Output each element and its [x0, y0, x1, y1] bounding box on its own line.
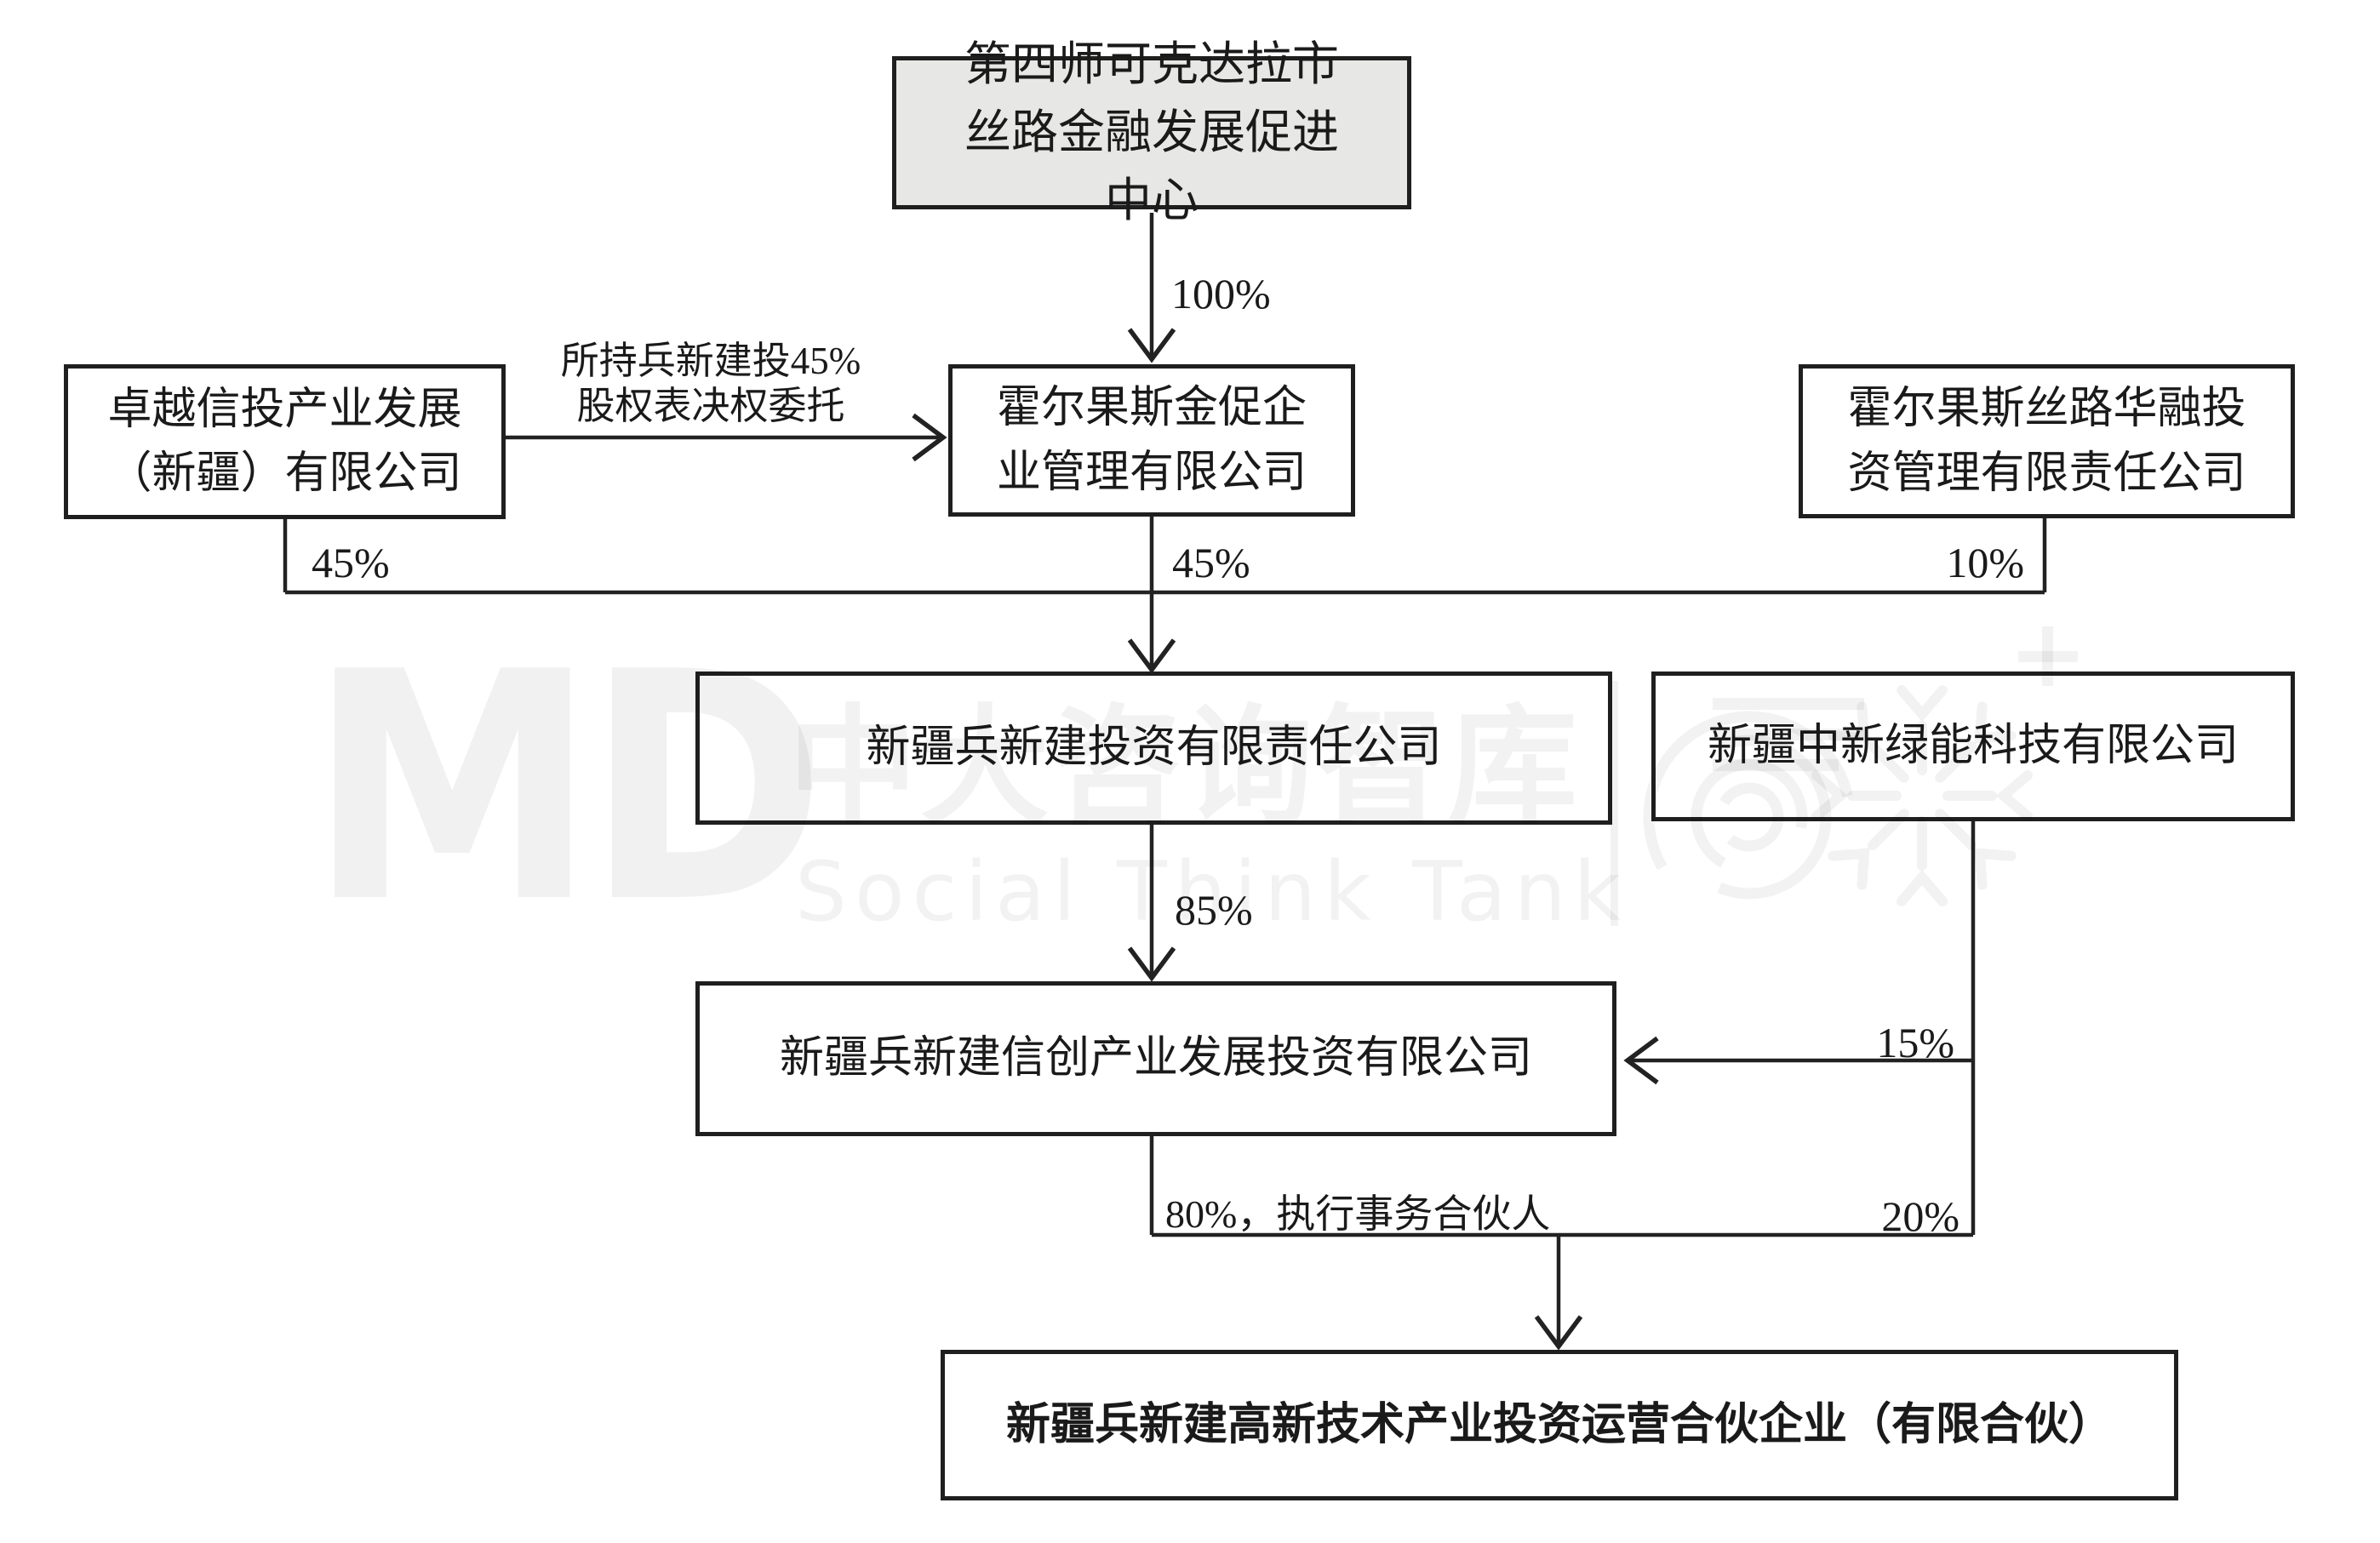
arrowhead-left-15pct [1623, 1036, 1659, 1085]
node-bingxinjian: 新疆兵新建投资有限责任公司 [695, 671, 1612, 825]
arrowhead-down-partnership [1534, 1315, 1583, 1351]
edge-label-80pct-partner: 80%，执行事务合伙人 [1165, 1192, 1551, 1236]
arrowhead-down-85pct [1127, 946, 1176, 982]
node-partnership: 新疆兵新建高新技术产业投资运营合伙企业（有限合伙） [941, 1350, 2178, 1500]
edge-label-15pct: 15% [1876, 1019, 1954, 1066]
edge-label-delegation: 所持兵新建投45% 股权表决权委托 [549, 339, 872, 429]
edge-label-85pct: 85% [1175, 886, 1253, 934]
node-label: 新疆兵新建投资有限责任公司 [866, 723, 1442, 773]
node-jincu-guanli: 霍尔果斯金促企业管理有限公司 [948, 364, 1355, 517]
edge-label-10pct: 10% [1946, 539, 2024, 586]
node-promotion-center: 第四师可克达拉市丝路金融发展促进中心 [892, 38, 1411, 226]
node-label: 新疆中新绿能科技有限公司 [1707, 722, 2239, 771]
arrowhead-down-100pct [1127, 328, 1176, 363]
arrowhead-down-45pct [1127, 638, 1176, 674]
node-label: 霍尔果斯丝路华融投资管理有限责任公司 [1847, 385, 2246, 498]
edge-label-45pct-mid: 45% [1172, 539, 1250, 586]
node-zhuoyue-xintou: 卓越信投产业发展（新疆）有限公司 [64, 364, 506, 519]
node-xinchuang: 新疆兵新建信创产业发展投资有限公司 [695, 981, 1616, 1136]
arrowhead-right-delegation [912, 413, 947, 462]
edge-label-45pct-left: 45% [312, 539, 390, 586]
node-label: 霍尔果斯金促企业管理有限公司 [996, 384, 1307, 497]
node-huarong-touzi: 霍尔果斯丝路华融投资管理有限责任公司 [1799, 364, 2295, 518]
edge-label-20pct: 20% [1881, 1192, 1959, 1240]
node-lvneng-keji: 新疆中新绿能科技有限公司 [1651, 671, 2295, 821]
node-label: 卓越信投产业发展（新疆）有限公司 [107, 385, 462, 498]
node-label: 新疆兵新建高新技术产业投资运营合伙企业（有限合伙） [1005, 1400, 2113, 1449]
node-label: 新疆兵新建信创产业发展投资有限公司 [779, 1034, 1532, 1083]
delegation-line-1: 所持兵新建投45% [560, 340, 861, 382]
delegation-line-2: 股权表决权委托 [576, 385, 845, 428]
node-label: 第四师可克达拉市丝路金融发展促进中心 [964, 38, 1339, 226]
edge-label-100pct: 100% [1171, 270, 1271, 317]
